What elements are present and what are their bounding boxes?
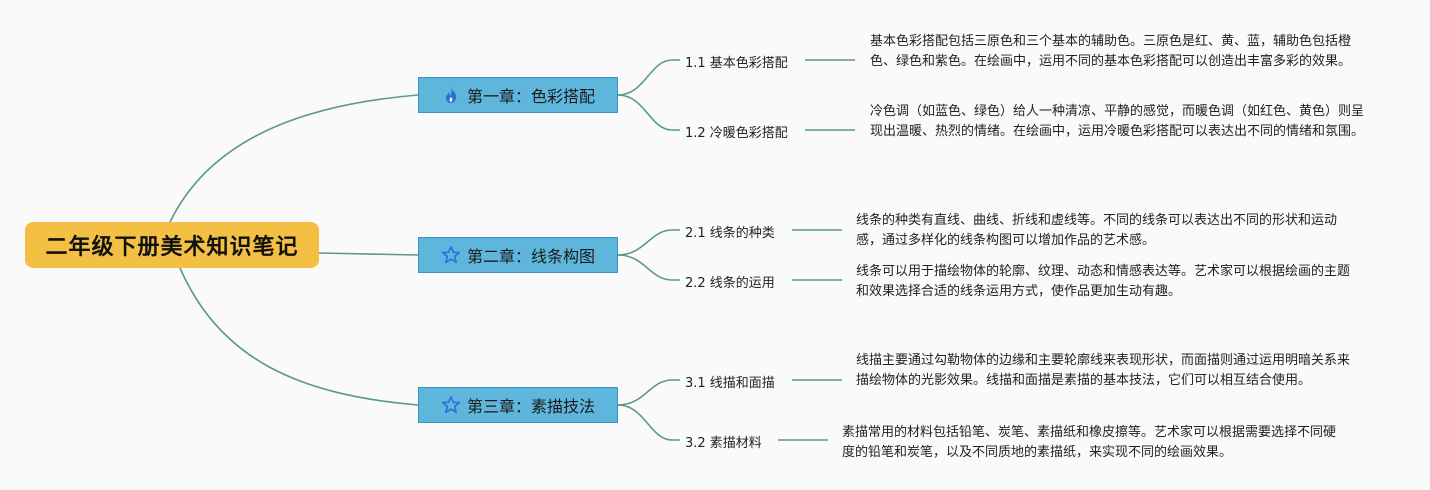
link-ch2-sec2 xyxy=(617,254,680,281)
star-icon xyxy=(441,245,461,265)
section-2-2[interactable]: 2.2 线条的运用 xyxy=(685,276,775,291)
chapter-2-topic[interactable]: 第二章：线条构图 xyxy=(418,237,618,273)
note-3-2: 素描常用的材料包括铅笔、炭笔、素描纸和橡皮擦等。艺术家可以根据需要选择不同硬度的… xyxy=(842,425,1337,460)
link-ch2-sec1 xyxy=(617,229,680,256)
note-3-1: 线描主要通过勾勒物体的边缘和主要轮廓线来表现形状，而面描则通过运用明暗关系来描绘… xyxy=(856,353,1351,388)
note-2-1: 线条的种类有直线、曲线、折线和虚线等。不同的线条可以表达出不同的形状和运动感，通… xyxy=(856,213,1338,248)
link-ch3-sec2 xyxy=(617,404,680,441)
link-root-chapter-1 xyxy=(169,94,419,223)
section-3-1[interactable]: 3.1 线描和面描 xyxy=(685,376,775,391)
chapter-1-title: 第一章：色彩搭配 xyxy=(466,87,595,106)
flame-icon xyxy=(441,85,461,105)
section-1-1[interactable]: 1.1 基本色彩搭配 xyxy=(685,56,788,71)
section-2-1[interactable]: 2.1 线条的种类 xyxy=(685,226,775,241)
chapter-1-topic[interactable]: 第一章：色彩搭配 xyxy=(418,77,618,113)
chapter-2-title: 第二章：线条构图 xyxy=(466,247,595,266)
section-1-2[interactable]: 1.2 冷暖色彩搭配 xyxy=(685,126,788,141)
section-3-2[interactable]: 3.2 素描材料 xyxy=(685,436,762,451)
link-ch1-sec1 xyxy=(617,59,680,96)
chapter-3-topic[interactable]: 第三章：素描技法 xyxy=(418,387,618,423)
star-icon xyxy=(441,395,461,415)
link-root-chapter-2 xyxy=(318,252,419,256)
note-1-2: 冷色调（如蓝色、绿色）给人一种清凉、平静的感觉，而暖色调（如红色、黄色）则呈现出… xyxy=(870,104,1365,139)
link-root-chapter-3 xyxy=(179,267,419,406)
note-1-1: 基本色彩搭配包括三原色和三个基本的辅助色。三原色是红、黄、蓝，辅助色包括橙色、绿… xyxy=(870,34,1352,69)
link-ch1-sec2 xyxy=(617,94,680,131)
note-2-2: 线条可以用于描绘物体的轮廓、纹理、动态和情感表达等。艺术家可以根据绘画的主题和效… xyxy=(856,264,1351,299)
root-title: 二年级下册美术知识笔记 xyxy=(45,235,299,260)
link-ch3-sec1 xyxy=(617,379,680,406)
root-topic[interactable]: 二年级下册美术知识笔记 xyxy=(25,222,319,268)
chapter-3-title: 第三章：素描技法 xyxy=(466,397,595,416)
